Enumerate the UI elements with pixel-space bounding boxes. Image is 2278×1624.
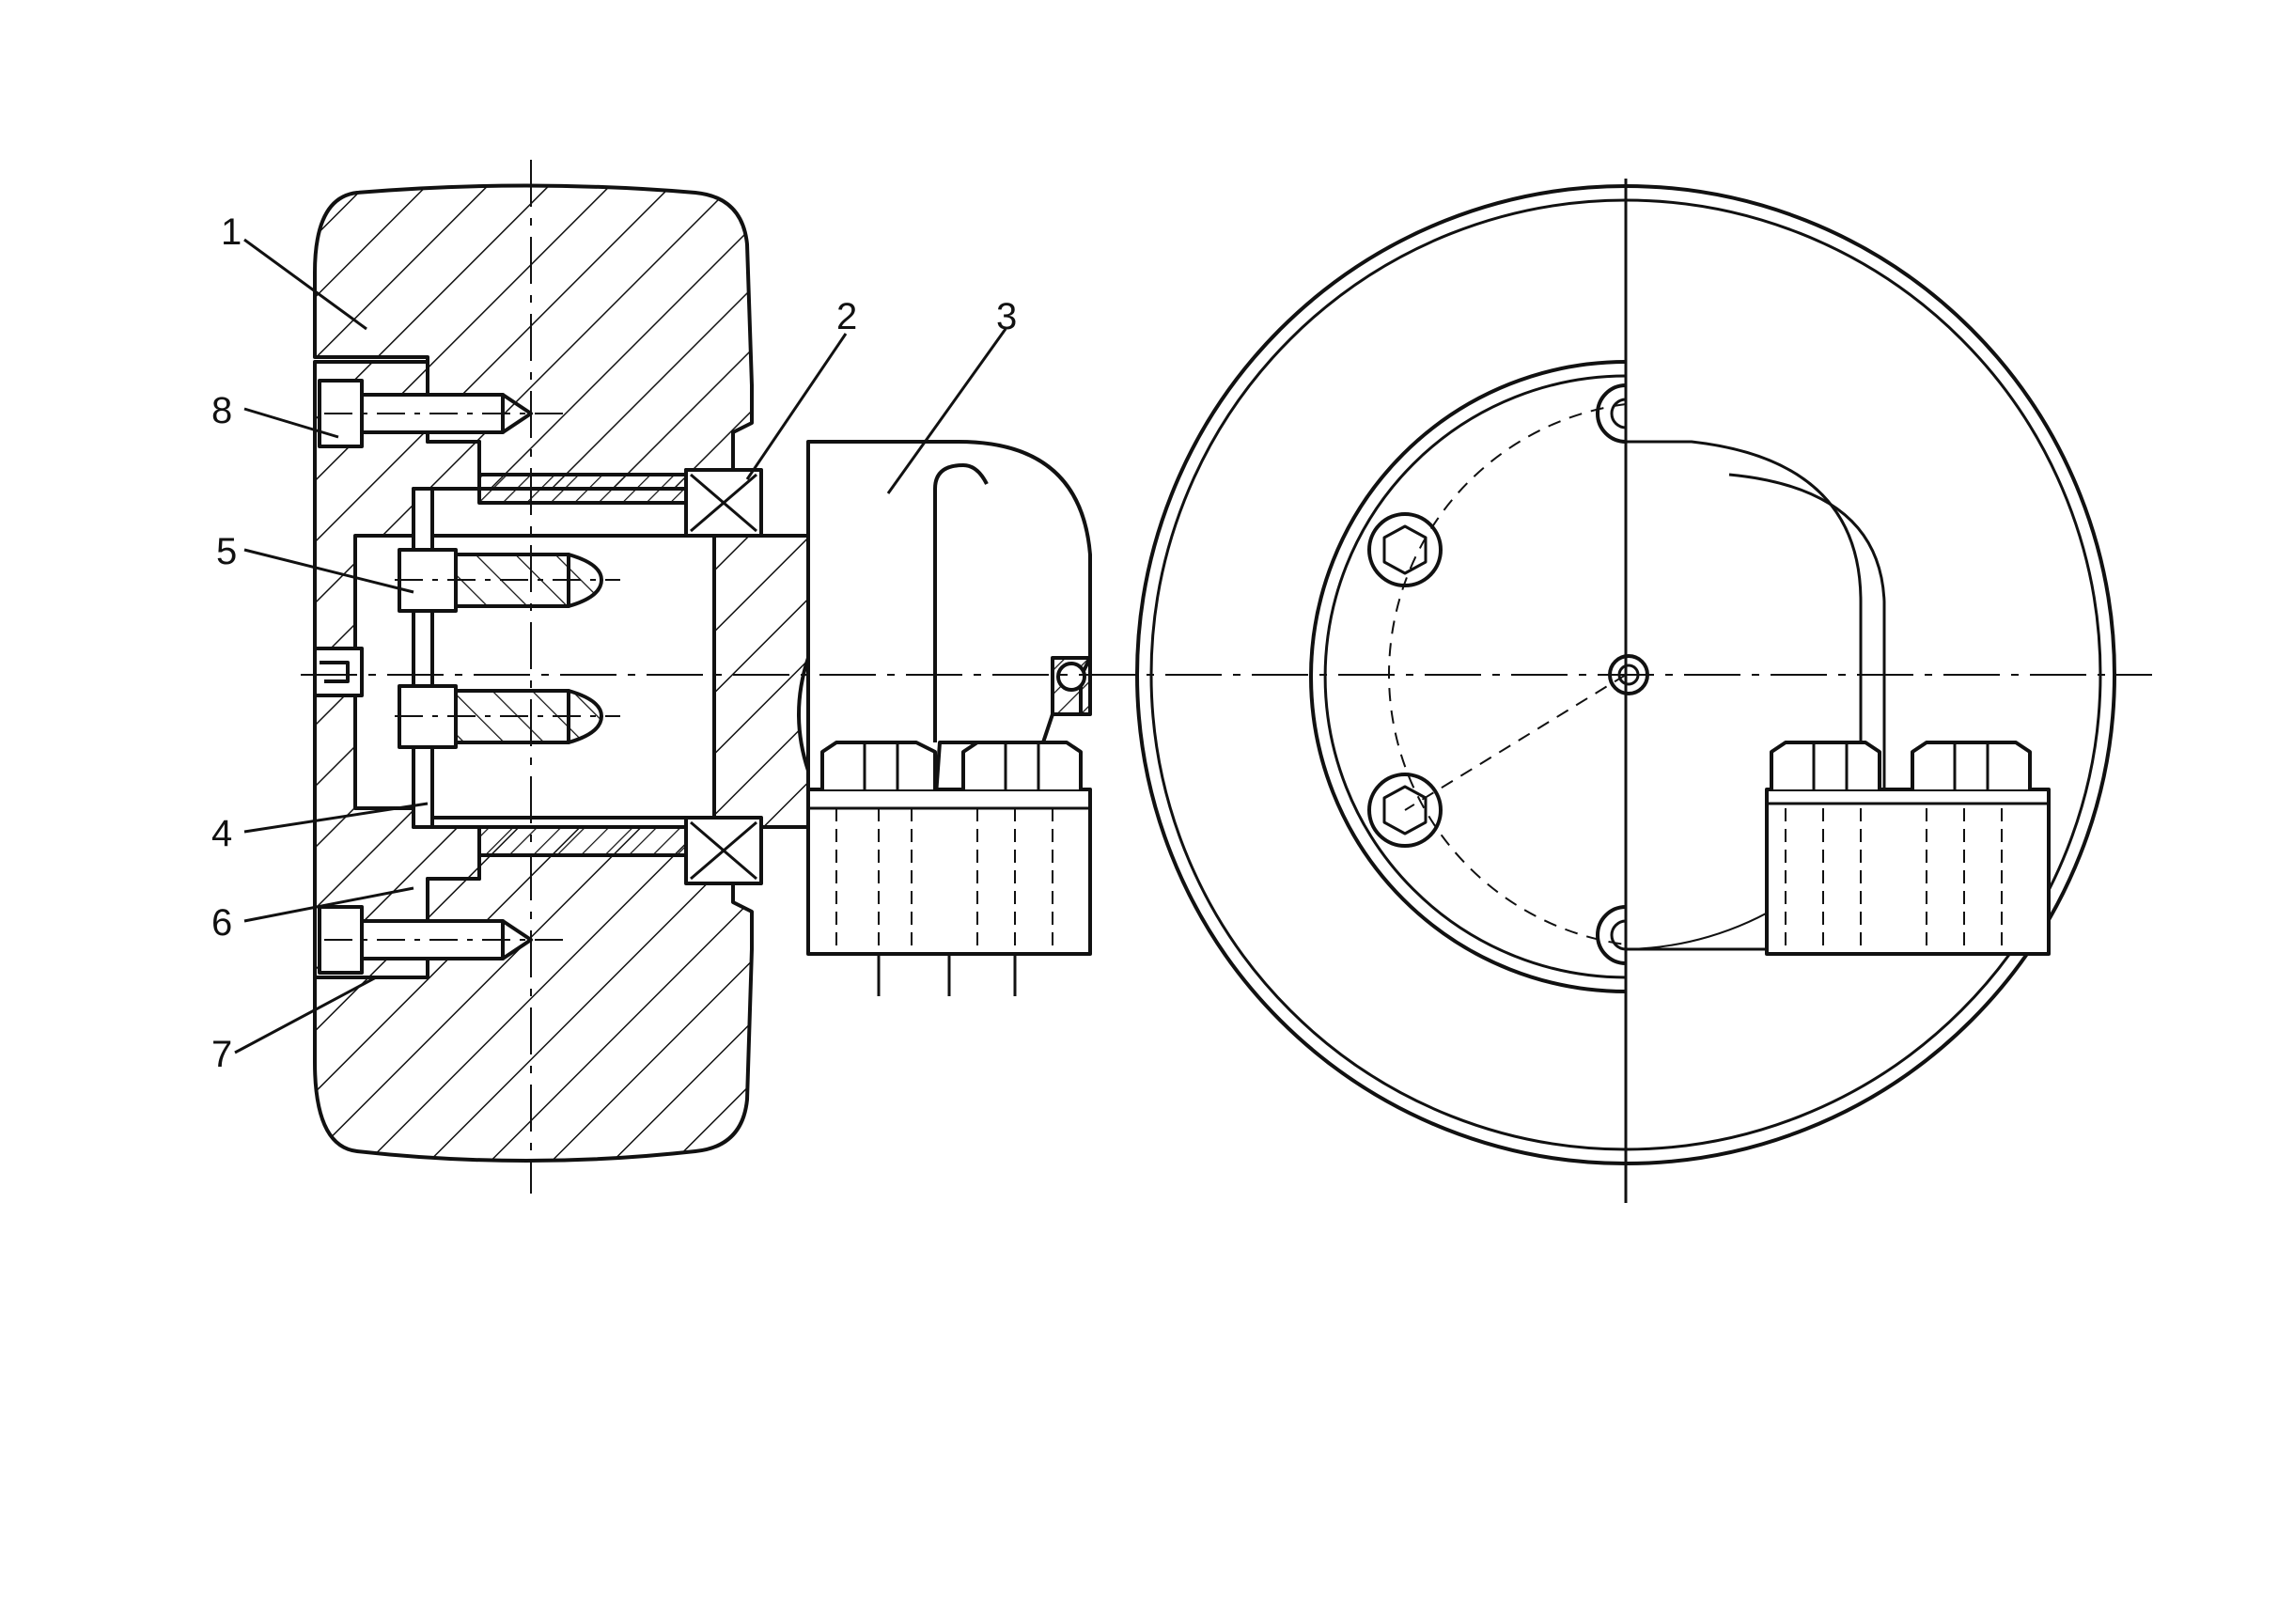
center-fitting xyxy=(1608,654,1649,695)
hub-bolt-bottom xyxy=(1596,905,1627,965)
bracket-3 xyxy=(806,440,1092,996)
hub-bolt-top xyxy=(1596,383,1627,444)
elev-hex-nut-left xyxy=(1770,741,1881,789)
shaft-section xyxy=(712,534,819,829)
section-view xyxy=(313,160,819,1194)
label-3: 3 xyxy=(996,296,1017,337)
inner-ring xyxy=(412,487,434,829)
label-8: 8 xyxy=(211,390,232,431)
cover-slot xyxy=(320,661,350,683)
leader-7 xyxy=(234,976,377,1054)
wheel-upper-section xyxy=(313,183,754,500)
hex-nut-right xyxy=(961,741,1083,789)
leader-4 xyxy=(243,802,429,834)
label-5: 5 xyxy=(216,531,237,572)
cover-center xyxy=(313,647,364,697)
leader-8 xyxy=(243,407,339,439)
bolt-7 xyxy=(318,905,564,975)
bracket-body xyxy=(806,440,1092,810)
label-2: 2 xyxy=(836,296,857,337)
bracket-base xyxy=(806,788,1092,956)
label-4: 4 xyxy=(211,813,232,854)
bolt-8 xyxy=(318,379,564,448)
bracket-silhouette xyxy=(1626,440,1863,951)
hub-cover xyxy=(313,360,481,979)
wheel-lower-section xyxy=(313,816,754,1163)
elevation-base xyxy=(1765,788,2051,956)
leader-6 xyxy=(243,886,414,923)
leader-2 xyxy=(745,333,848,480)
bracket-inner xyxy=(933,463,989,742)
elev-hex-nut-right xyxy=(1911,741,2032,789)
leader-lines xyxy=(234,238,1007,1054)
leader-1 xyxy=(243,238,367,331)
label-1: 1 xyxy=(221,211,242,253)
leader-5 xyxy=(243,548,414,594)
label-7: 7 xyxy=(211,1034,232,1075)
label-6: 6 xyxy=(211,902,232,944)
hub-bolt-upper-left xyxy=(1367,512,1443,587)
bolt-middle xyxy=(395,684,620,749)
elevation-view xyxy=(1135,179,2116,1203)
grease-nipple xyxy=(1051,656,1092,716)
hex-nut-left xyxy=(820,741,937,789)
seal-lower xyxy=(684,816,763,885)
seal-2 xyxy=(684,468,763,538)
leader-3 xyxy=(886,328,1007,494)
bolt-5 xyxy=(395,548,620,613)
part-labels: 1 2 3 8 5 4 6 7 xyxy=(211,211,1017,1075)
hub-disc xyxy=(1309,360,1627,993)
